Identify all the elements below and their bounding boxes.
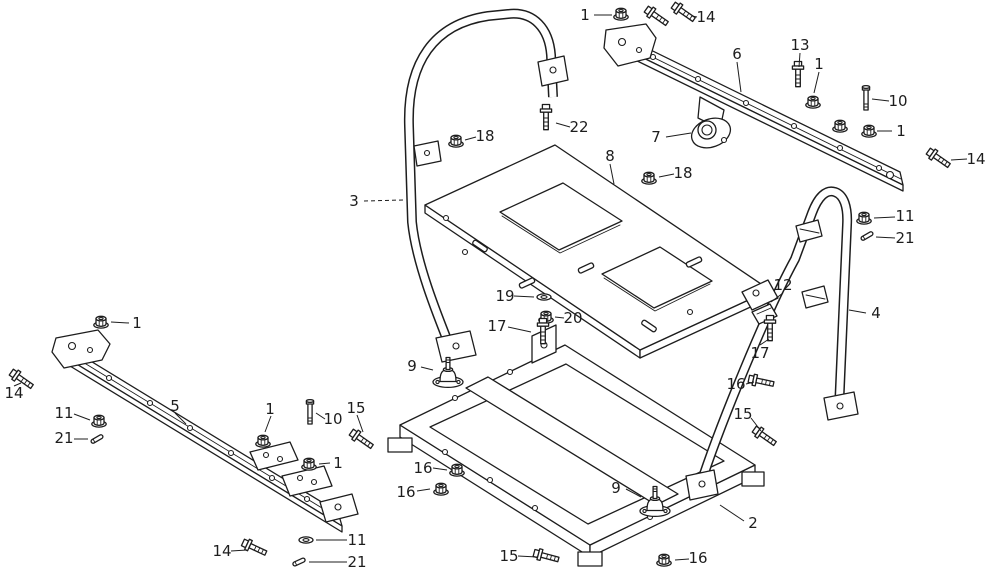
part-6-upper-cross-rail	[603, 23, 904, 192]
flange-bolt-icon	[531, 546, 561, 566]
part-2-base-frame	[387, 324, 765, 567]
part-callout-label: 10	[323, 410, 342, 428]
flange-nut-icon	[832, 119, 848, 133]
flange-nut-icon	[805, 95, 821, 109]
part-callout-label: 18	[673, 164, 692, 182]
part-callout-label: 12	[773, 276, 792, 294]
part-callout-label: 9	[407, 357, 417, 375]
flange-bolt-icon	[924, 145, 953, 171]
part-callout-label: 2	[748, 514, 758, 532]
part-callout-label: 9	[611, 479, 621, 497]
part-callout-label: 6	[732, 45, 742, 63]
part-callout-label: 5	[170, 397, 180, 415]
leader-lines	[13, 14, 968, 563]
flange-nut-icon	[656, 553, 672, 567]
flange-bolt-icon	[239, 536, 269, 559]
part-callout-label: 8	[605, 147, 615, 165]
hex-nut-icon	[856, 211, 872, 225]
part-callout-label: 11	[347, 531, 366, 549]
part-callout-label: 11	[895, 207, 914, 225]
part-callout-label: 18	[475, 127, 494, 145]
rubber-mount-icon	[432, 356, 464, 389]
part-callout-label: 16	[396, 483, 415, 501]
part-3-left-pipe-frame	[403, 8, 569, 363]
part-5-side-rail	[51, 329, 359, 533]
part-4-right-pipe-frame	[685, 186, 859, 501]
long-bolt-icon	[861, 84, 871, 111]
washer-icon	[536, 293, 552, 301]
part-callout-label: 13	[790, 36, 809, 54]
part-callout-label: 19	[495, 287, 514, 305]
long-bolt-icon	[305, 398, 315, 425]
flange-nut-icon	[255, 434, 271, 448]
part-8-platform-plate	[424, 144, 771, 359]
part-callout-label: 15	[499, 547, 518, 565]
part-callout-label: 3	[349, 192, 359, 210]
spring-pin-icon	[859, 230, 875, 242]
part-callout-label: 22	[569, 118, 588, 136]
part-7-hanger-bracket	[690, 96, 732, 149]
flange-bolt-icon	[539, 103, 553, 131]
flange-nut-icon	[449, 463, 465, 477]
part-callout-label: 10	[888, 92, 907, 110]
flange-nut-icon	[861, 124, 877, 138]
part-callout-label: 14	[4, 384, 23, 402]
part-callout-label: 16	[726, 375, 745, 393]
part-12-corner-bracket	[741, 279, 779, 325]
callout-labels: 1 14 6 13 1 10 1 7 14 11 21 22 18 18 3 8…	[4, 6, 985, 571]
part-callout-label: 21	[54, 429, 73, 447]
part-callout-label: 21	[347, 553, 366, 571]
part-callout-label: 11	[54, 404, 73, 422]
flange-nut-icon	[448, 134, 464, 148]
part-callout-label: 16	[413, 459, 432, 477]
part-callout-label: 16	[688, 549, 707, 567]
washer-icon	[298, 536, 314, 544]
part-callout-label: 15	[733, 405, 752, 423]
part-callout-label: 14	[696, 8, 715, 26]
flange-nut-icon	[613, 7, 629, 21]
flange-bolt-icon	[791, 60, 805, 88]
part-callout-label: 20	[563, 309, 582, 327]
part-callout-label: 1	[132, 314, 142, 332]
flange-nut-icon	[641, 171, 657, 185]
part-callout-label: 4	[871, 304, 881, 322]
part-callout-label: 1	[265, 400, 275, 418]
flange-bolt-icon	[750, 423, 779, 449]
flange-nut-icon	[93, 315, 109, 329]
part-callout-label: 14	[212, 542, 231, 560]
part-callout-label: 7	[651, 128, 661, 146]
part-callout-label: 21	[895, 229, 914, 247]
hex-nut-icon	[91, 414, 107, 428]
part-callout-label: 14	[966, 150, 985, 168]
part-callout-label: 1	[896, 122, 906, 140]
flange-bolt-icon	[347, 426, 376, 452]
part-callout-label: 15	[346, 399, 365, 417]
spring-pin-icon	[291, 556, 307, 568]
flange-nut-icon	[301, 457, 317, 471]
part-callout-label: 17	[487, 317, 506, 335]
part-callout-label: 17	[750, 344, 769, 362]
part-callout-label: 1	[814, 55, 824, 73]
part-callout-label: 1	[580, 6, 590, 24]
flange-nut-icon	[433, 482, 449, 496]
flange-bolt-icon	[669, 0, 698, 25]
part-callout-label: 1	[333, 454, 343, 472]
spring-pin-icon	[89, 433, 105, 445]
flange-bolt-icon	[747, 372, 776, 391]
